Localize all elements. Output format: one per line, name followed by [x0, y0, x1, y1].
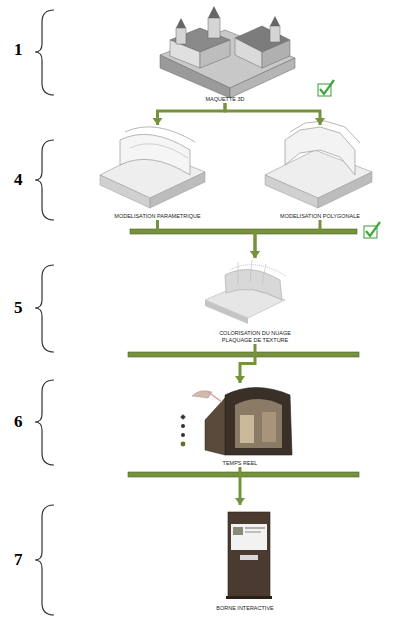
step-number: 4 — [14, 170, 23, 190]
caption-group: TEMPS REEL — [150, 460, 330, 467]
flow-connector — [235, 344, 255, 383]
realtime-view — [180, 388, 292, 456]
point-cloud — [205, 260, 286, 324]
caption-group: BORNE INTERACTIVE — [175, 605, 315, 612]
arrow-head — [315, 118, 325, 125]
arrow-head — [235, 376, 245, 383]
flow-connector — [225, 103, 325, 125]
caption-group: MAQUETTE 3D — [120, 96, 330, 103]
caption-group: MODELISATION PARAMETRIQUE — [75, 213, 240, 220]
interactive-kiosk — [226, 512, 272, 599]
step-number: 7 — [14, 550, 23, 570]
flow-connector — [153, 103, 226, 125]
arrow-head — [250, 251, 260, 258]
stage-caption: COLORISATION DU NUAGE — [170, 330, 340, 337]
step-number: 6 — [14, 412, 23, 432]
flow-bar — [128, 352, 359, 357]
caption-group: MODELISATION POLYGONALE — [235, 213, 405, 220]
curly-brace — [35, 140, 54, 220]
check-mark — [364, 222, 380, 238]
arrow-head — [235, 498, 245, 505]
flow-connector — [158, 220, 261, 258]
arrow-head — [250, 251, 260, 258]
stage-node: MODELISATION PARAMETRIQUE — [95, 125, 220, 220]
check-mark — [318, 80, 334, 96]
flow-bar — [128, 472, 359, 477]
stage-node: MODELISATION POLYGONALE — [255, 125, 385, 220]
flow-connector — [250, 220, 320, 258]
stage-caption: BORNE INTERACTIVE — [175, 605, 315, 612]
caption-group: COLORISATION DU NUAGEPLAQUAGE DE TEXTURE — [170, 330, 340, 344]
castle-model — [160, 6, 295, 98]
connector-line — [158, 220, 256, 258]
curly-brace — [35, 265, 54, 352]
connector-line — [225, 103, 320, 125]
curly-brace — [35, 505, 54, 615]
stage-node: MAQUETTE 3D — [140, 3, 310, 103]
flow-connector — [235, 467, 245, 505]
stage-caption: MODELISATION POLYGONALE — [235, 213, 405, 220]
stage-caption: PLAQUAGE DE TEXTURE — [170, 337, 340, 344]
braces — [35, 10, 54, 615]
step-number: 5 — [14, 298, 23, 318]
parametric-model — [100, 127, 205, 208]
stage-node: COLORISATION DU NUAGEPLAQUAGE DE TEXTURE — [190, 258, 320, 344]
arrow-head — [153, 118, 163, 125]
stage-caption: MAQUETTE 3D — [120, 96, 330, 103]
curly-brace — [35, 10, 54, 95]
stage-node: TEMPS REEL — [170, 383, 310, 467]
stage-caption: TEMPS REEL — [150, 460, 330, 467]
connector-line — [158, 103, 226, 125]
stage-caption: MODELISATION PARAMETRIQUE — [75, 213, 240, 220]
connector-line — [255, 220, 320, 258]
curly-brace — [35, 380, 54, 465]
step-number: 1 — [14, 40, 23, 60]
polygonal-model — [265, 121, 372, 208]
stage-node: BORNE INTERACTIVE — [195, 505, 295, 612]
